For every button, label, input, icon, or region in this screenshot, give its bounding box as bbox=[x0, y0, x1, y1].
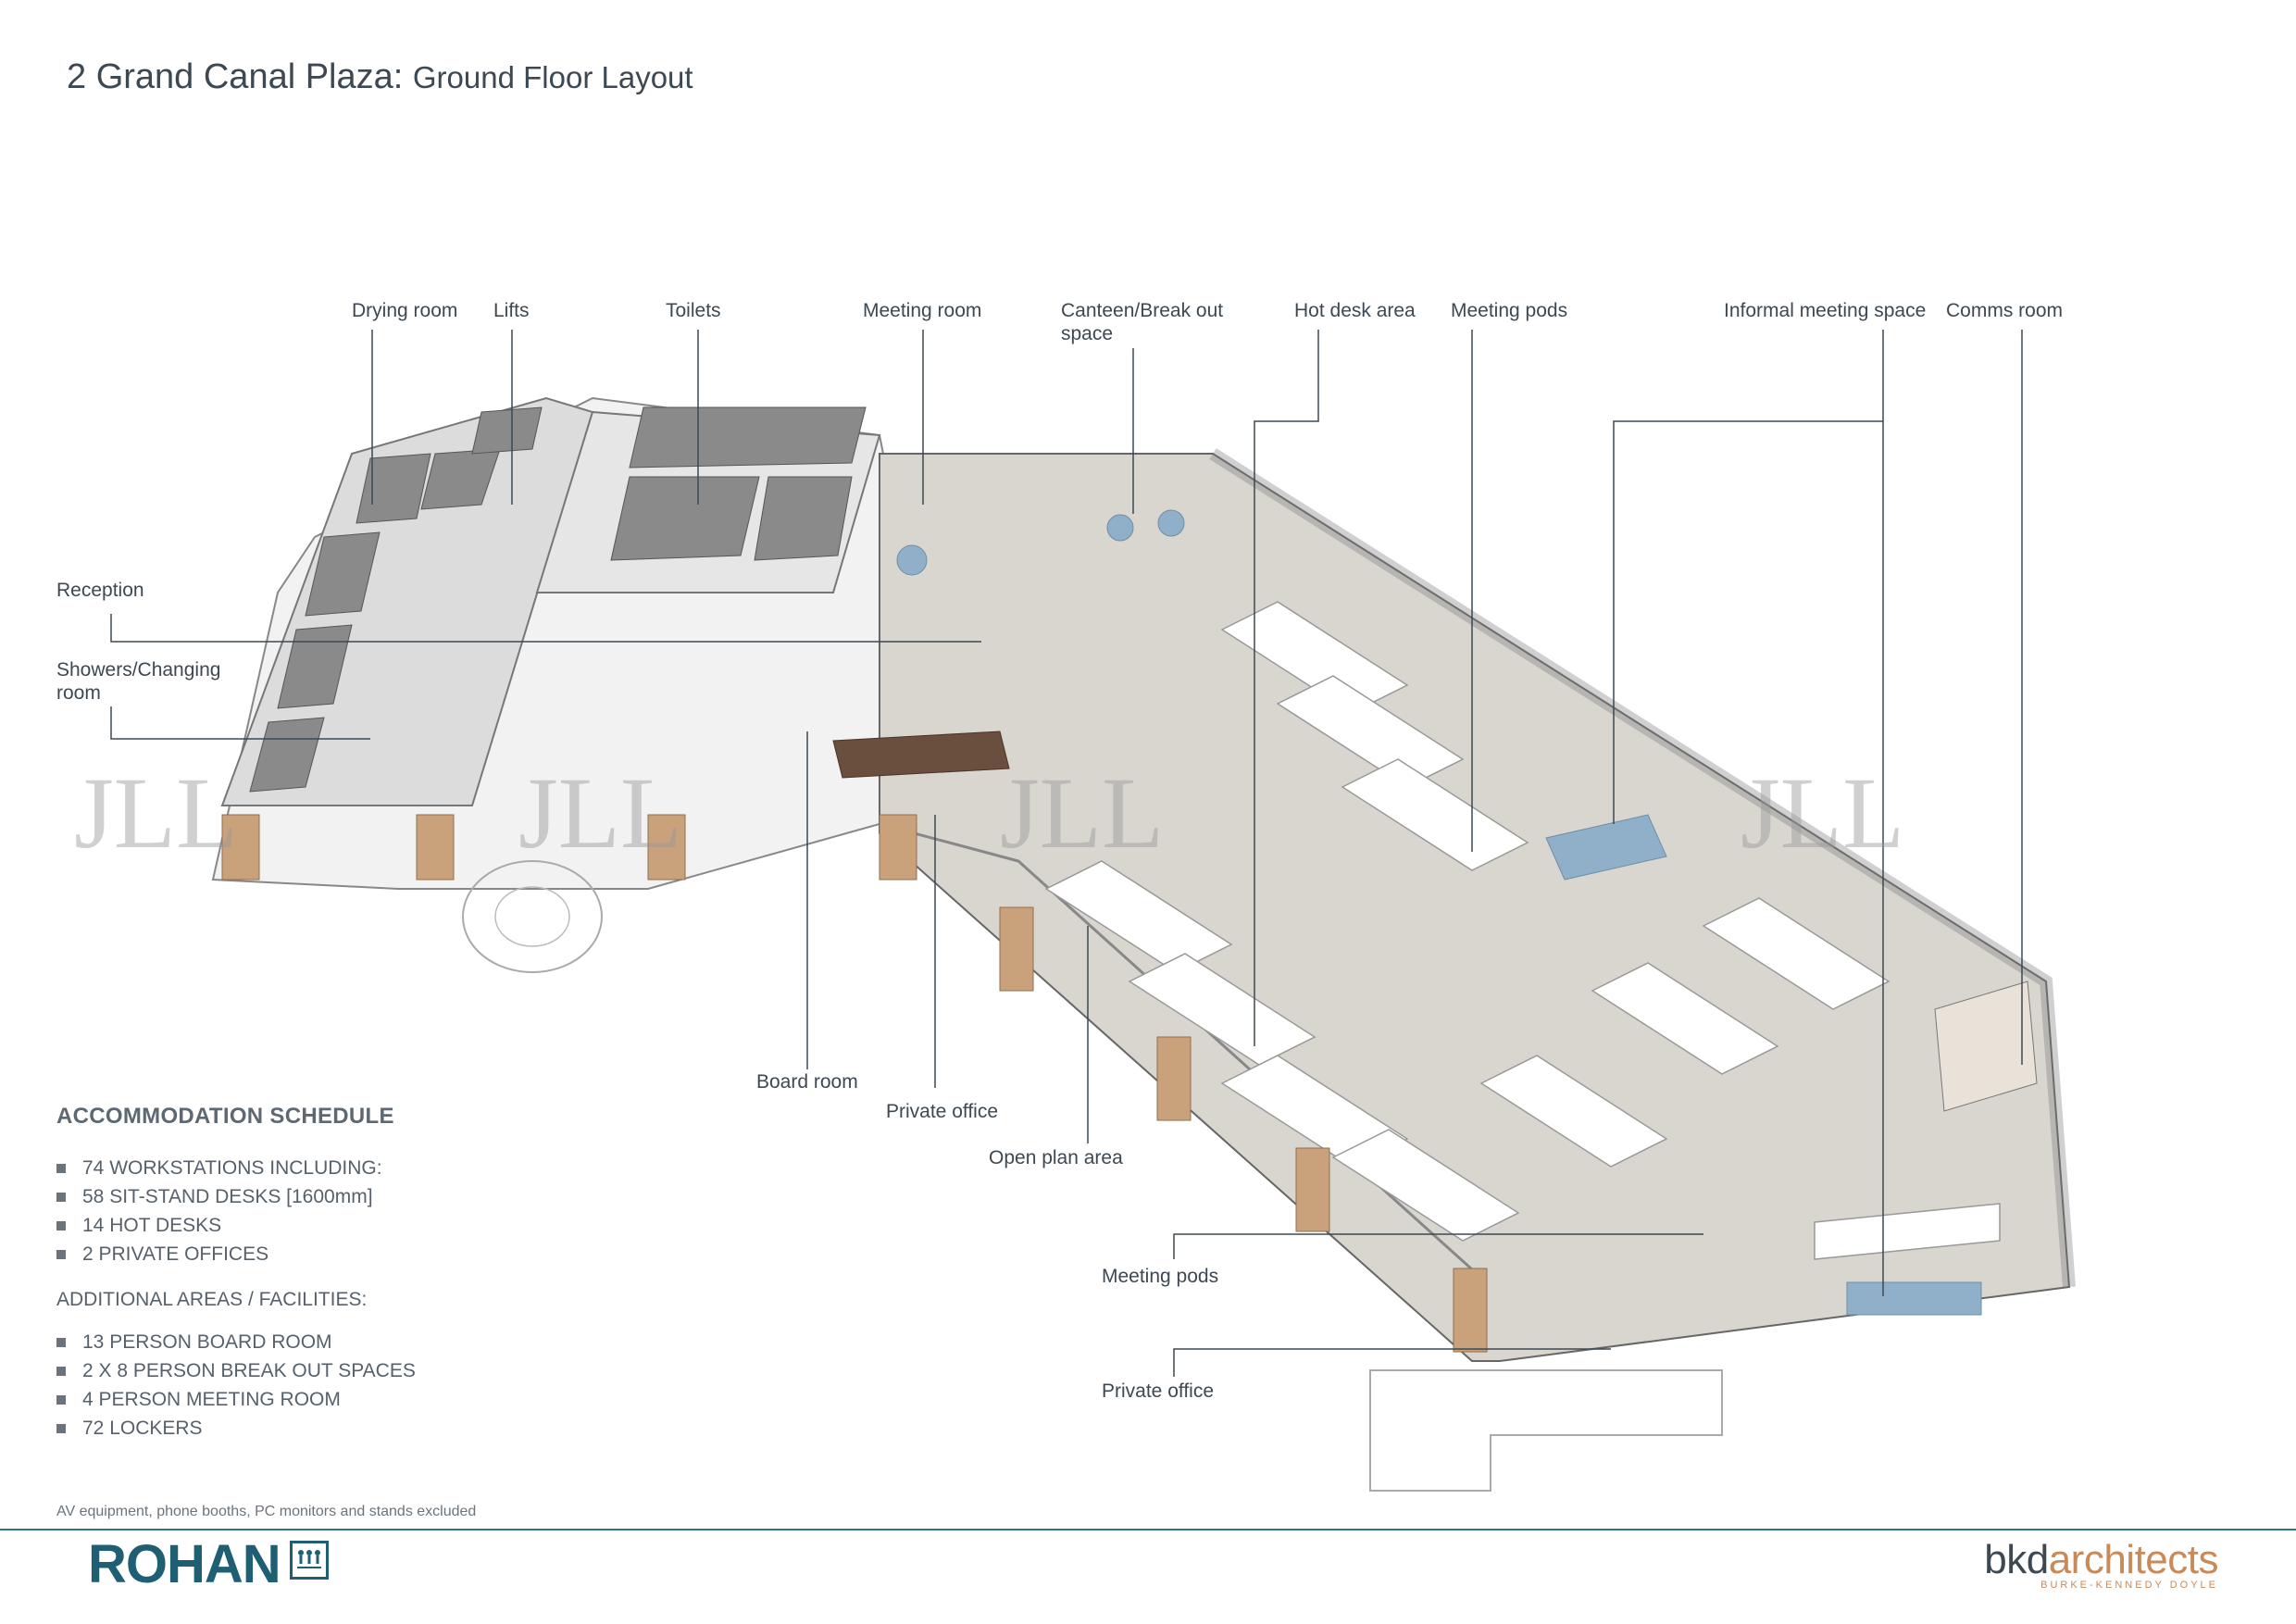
label-informal-meeting-space: Informal meeting space bbox=[1724, 300, 1927, 321]
label-hot-desk-area: Hot desk area bbox=[1294, 300, 1416, 321]
list-item: 2 X 8 PERSON BREAK OUT SPACES bbox=[56, 1356, 705, 1385]
list-item: 14 HOT DESKS bbox=[56, 1211, 705, 1240]
west-wing bbox=[211, 396, 891, 973]
bullet-square-icon bbox=[56, 1221, 66, 1230]
footnote: AV equipment, phone booths, PC monitors … bbox=[56, 1504, 477, 1519]
list-item: 13 PERSON BOARD ROOM bbox=[56, 1328, 705, 1356]
page-title: 2 Grand Canal Plaza: Ground Floor Layout bbox=[67, 57, 693, 97]
label-canteen-line1: Canteen/Break out bbox=[1061, 300, 1224, 321]
bullet-square-icon bbox=[56, 1193, 66, 1202]
schedule-list: 74 WORKSTATIONS INCLUDING: 58 SIT-STAND … bbox=[56, 1154, 705, 1268]
bullet-square-icon bbox=[56, 1164, 66, 1173]
label-meeting-room: Meeting room bbox=[863, 300, 982, 321]
footer-divider bbox=[0, 1529, 2296, 1530]
additional-item-text: 2 X 8 PERSON BREAK OUT SPACES bbox=[82, 1360, 416, 1381]
title-main: 2 Grand Canal Plaza: bbox=[67, 57, 404, 96]
bullet-square-icon bbox=[56, 1250, 66, 1259]
schedule-heading: ACCOMMODATION SCHEDULE bbox=[56, 1104, 394, 1129]
schedule-item-text: 58 SIT-STAND DESKS [1600mm] bbox=[82, 1186, 373, 1207]
bkd-architects-logo: bkdarchitects BURKE-KENNEDY DOYLE bbox=[1984, 1537, 2218, 1591]
rohan-logo: ROHAN bbox=[88, 1534, 281, 1594]
bkd-logo-part1: bkd bbox=[1984, 1537, 2049, 1582]
list-item: 2 PRIVATE OFFICES bbox=[56, 1240, 705, 1268]
label-showers-line1: Showers/Changing bbox=[56, 659, 221, 681]
jll-watermark: JLL JLL JLL JLL bbox=[74, 756, 1904, 869]
additional-heading: ADDITIONAL AREAS / FACILITIES: bbox=[56, 1289, 368, 1310]
label-open-plan-area: Open plan area bbox=[989, 1147, 1123, 1168]
label-comms-room: Comms room bbox=[1946, 300, 2064, 321]
label-board-room: Board room bbox=[756, 1071, 858, 1093]
list-item: 72 LOCKERS bbox=[56, 1414, 705, 1443]
accommodation-schedule: ACCOMMODATION SCHEDULE 74 WORKSTATIONS I… bbox=[56, 1104, 705, 1443]
list-item: 74 WORKSTATIONS INCLUDING: bbox=[56, 1154, 705, 1182]
watermark-text-1: JLL bbox=[74, 756, 238, 869]
bkd-logo-subtitle: BURKE-KENNEDY DOYLE bbox=[2040, 1580, 2218, 1591]
label-showers: Showers/Changing room bbox=[56, 658, 220, 705]
title-sub: Ground Floor Layout bbox=[412, 60, 693, 94]
bullet-square-icon bbox=[56, 1338, 66, 1347]
schedule-item-text: 74 WORKSTATIONS INCLUDING: bbox=[82, 1157, 382, 1179]
rohan-mark-icon bbox=[290, 1541, 329, 1580]
additional-list: 13 PERSON BOARD ROOM 2 X 8 PERSON BREAK … bbox=[56, 1328, 705, 1443]
label-lifts: Lifts bbox=[493, 300, 530, 321]
watermark-text-2: JLL bbox=[518, 756, 682, 869]
bullet-square-icon bbox=[56, 1424, 66, 1433]
bullet-square-icon bbox=[56, 1395, 66, 1405]
list-item: 4 PERSON MEETING ROOM bbox=[56, 1385, 705, 1414]
label-canteen: Canteen/Break out space bbox=[1061, 299, 1223, 345]
label-canteen-line2: space bbox=[1061, 323, 1114, 344]
additional-item-text: 72 LOCKERS bbox=[82, 1418, 203, 1439]
label-private-office-1: Private office bbox=[886, 1101, 999, 1122]
label-reception: Reception bbox=[56, 580, 144, 601]
watermark-text-4: JLL bbox=[1741, 756, 1904, 869]
label-drying-room: Drying room bbox=[352, 300, 458, 321]
label-private-office-2: Private office bbox=[1102, 1380, 1215, 1402]
label-meeting-pods-bottom: Meeting pods bbox=[1102, 1266, 1219, 1287]
main-wing bbox=[221, 448, 2076, 1492]
leader-lines bbox=[110, 330, 2023, 1377]
bullet-square-icon bbox=[56, 1367, 66, 1376]
schedule-item-text: 14 HOT DESKS bbox=[82, 1215, 222, 1236]
bkd-logo-part2: architects bbox=[2048, 1537, 2219, 1582]
label-toilets: Toilets bbox=[666, 300, 721, 321]
label-showers-line2: room bbox=[56, 682, 101, 704]
schedule-item-text: 2 PRIVATE OFFICES bbox=[82, 1243, 269, 1265]
list-item: 58 SIT-STAND DESKS [1600mm] bbox=[56, 1182, 705, 1211]
label-meeting-pods-top: Meeting pods bbox=[1451, 300, 1568, 321]
additional-item-text: 13 PERSON BOARD ROOM bbox=[82, 1331, 332, 1353]
additional-item-text: 4 PERSON MEETING ROOM bbox=[82, 1389, 341, 1410]
watermark-text-3: JLL bbox=[1000, 756, 1164, 869]
